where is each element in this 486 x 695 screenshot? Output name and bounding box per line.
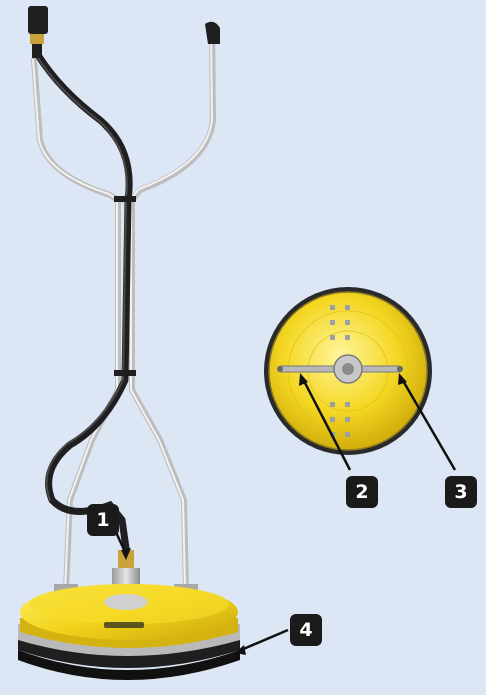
strap [114, 370, 136, 376]
callout-3: 3 [445, 476, 477, 508]
strap [114, 196, 136, 202]
cleaner-housing [18, 584, 240, 668]
callout-2: 2 [346, 476, 378, 508]
top-coupler [28, 6, 48, 58]
right-grip [205, 22, 220, 44]
underside-view [264, 287, 432, 455]
callout-1: 1 [87, 504, 119, 536]
hose-sheen [36, 55, 127, 500]
callout-4: 4 [290, 614, 322, 646]
